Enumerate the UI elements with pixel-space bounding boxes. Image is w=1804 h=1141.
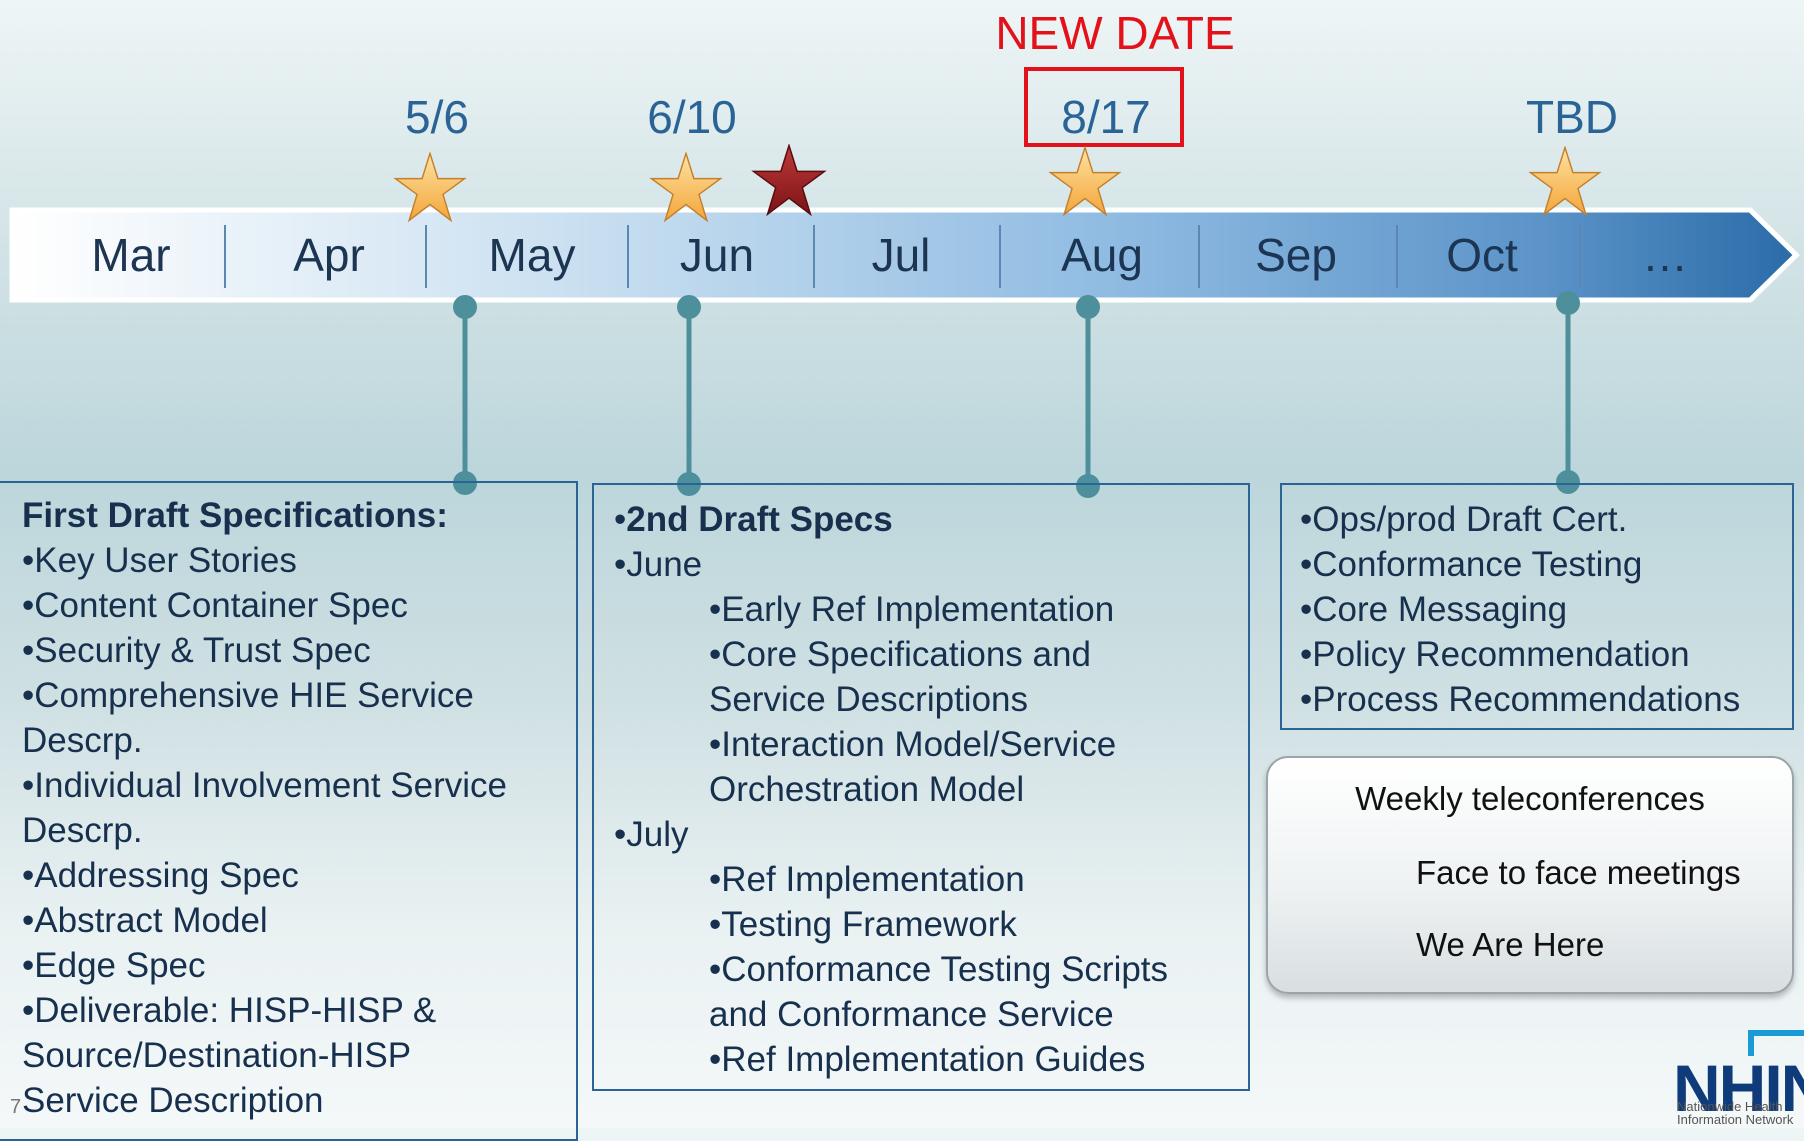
first-draft-item: •Abstract Model bbox=[22, 901, 268, 940]
second-draft-july-item: •Testing Framework bbox=[709, 905, 1017, 944]
timeline-arrow bbox=[9, 207, 1800, 303]
first-draft-item: •Security & Trust Spec bbox=[22, 631, 371, 670]
connector-first bbox=[453, 295, 477, 495]
month-jun: Jun bbox=[679, 229, 755, 281]
second-draft-title: 2nd Draft Specs bbox=[626, 500, 893, 539]
month-aug: Aug bbox=[1061, 229, 1143, 281]
slide-number: 7 bbox=[10, 1096, 22, 1118]
legend-box: Weekly teleconferences Face to face meet… bbox=[1266, 756, 1794, 994]
star-icon-8-17 bbox=[1049, 146, 1121, 216]
second-draft-june-item: •Core Specifications and bbox=[709, 635, 1091, 674]
first-draft-panel: First Draft Specifications: •Key User St… bbox=[0, 481, 578, 1141]
legend-face-to-face-label: Face to face meetings bbox=[1416, 854, 1741, 891]
second-draft-july-item: •Ref Implementation bbox=[709, 860, 1025, 899]
first-draft-item: •Key User Stories bbox=[22, 541, 297, 580]
legend-weekly-label: Weekly teleconferences bbox=[1355, 780, 1705, 817]
second-draft-june-item: Service Descriptions bbox=[709, 680, 1028, 719]
we-are-here-star-icon bbox=[752, 144, 826, 216]
second-draft-june-item: •Early Ref Implementation bbox=[709, 590, 1115, 629]
star-icon-tbd bbox=[1529, 146, 1601, 216]
logo-subtitle-line-1: Nationwide Health bbox=[1677, 1099, 1783, 1114]
second-draft-panel: •2nd Draft Specs •June •Early Ref Implem… bbox=[592, 483, 1250, 1091]
month-more: … bbox=[1642, 229, 1688, 281]
month-sep: Sep bbox=[1255, 229, 1337, 281]
milestone-date-3: 8/17 bbox=[1061, 91, 1151, 143]
month-apr: Apr bbox=[293, 229, 365, 281]
second-draft-june-item: Orchestration Model bbox=[709, 770, 1025, 809]
second-draft-june-item: •Interaction Model/Service bbox=[709, 725, 1117, 764]
first-draft-item: •Deliverable: HISP-HISP & bbox=[22, 991, 437, 1030]
first-draft-item: •Individual Involvement Service bbox=[22, 766, 507, 805]
logo-subtitle-line-2: Information Network bbox=[1677, 1112, 1794, 1127]
month-mar: Mar bbox=[91, 229, 171, 281]
month-dividers bbox=[224, 225, 1581, 288]
connector-second-june bbox=[677, 295, 701, 496]
legend-we-are-here-label: We Are Here bbox=[1416, 926, 1605, 963]
milestone-date-2: 6/10 bbox=[647, 91, 737, 143]
first-draft-item: Descrp. bbox=[22, 721, 143, 760]
third-phase-item: •Core Messaging bbox=[1300, 590, 1568, 629]
first-draft-item: Source/Destination-HISP bbox=[22, 1036, 412, 1075]
third-phase-panel: •Ops/prod Draft Cert. •Conformance Testi… bbox=[1280, 483, 1794, 730]
second-draft-title-bullet: • bbox=[614, 500, 627, 539]
month-oct: Oct bbox=[1446, 229, 1518, 281]
third-phase-item: •Conformance Testing bbox=[1300, 545, 1643, 584]
second-draft-july-item: •Ref Implementation Guides bbox=[709, 1040, 1146, 1079]
nhin-logo-subtitle: Nationwide Health Information Network bbox=[1677, 1100, 1793, 1126]
first-draft-title: First Draft Specifications: bbox=[22, 496, 448, 535]
third-phase-item: •Process Recommendations bbox=[1300, 680, 1741, 719]
connector-second-aug bbox=[1076, 295, 1100, 498]
first-draft-item: •Edge Spec bbox=[22, 946, 206, 985]
first-draft-item: •Content Container Spec bbox=[22, 586, 408, 625]
second-draft-july: •July bbox=[614, 815, 689, 854]
milestone-date-4: TBD bbox=[1526, 91, 1618, 143]
month-may: May bbox=[488, 229, 576, 281]
third-phase-item: •Ops/prod Draft Cert. bbox=[1300, 500, 1628, 539]
first-draft-item: Service Description bbox=[22, 1081, 324, 1120]
new-date-highlight-box bbox=[1024, 67, 1184, 147]
second-draft-july-item: and Conformance Service bbox=[709, 995, 1114, 1034]
third-phase-item: •Policy Recommendation bbox=[1300, 635, 1690, 674]
first-draft-item: •Addressing Spec bbox=[22, 856, 299, 895]
second-draft-june: •June bbox=[614, 545, 703, 584]
new-date-label: NEW DATE bbox=[995, 7, 1235, 59]
connector-third bbox=[1556, 291, 1580, 494]
month-jul: Jul bbox=[871, 229, 931, 281]
first-draft-item: •Comprehensive HIE Service bbox=[22, 676, 474, 715]
milestone-date-1: 5/6 bbox=[405, 91, 469, 143]
first-draft-item: Descrp. bbox=[22, 811, 143, 850]
second-draft-july-item: •Conformance Testing Scripts bbox=[709, 950, 1169, 989]
logo-bracket bbox=[1748, 1030, 1804, 1056]
